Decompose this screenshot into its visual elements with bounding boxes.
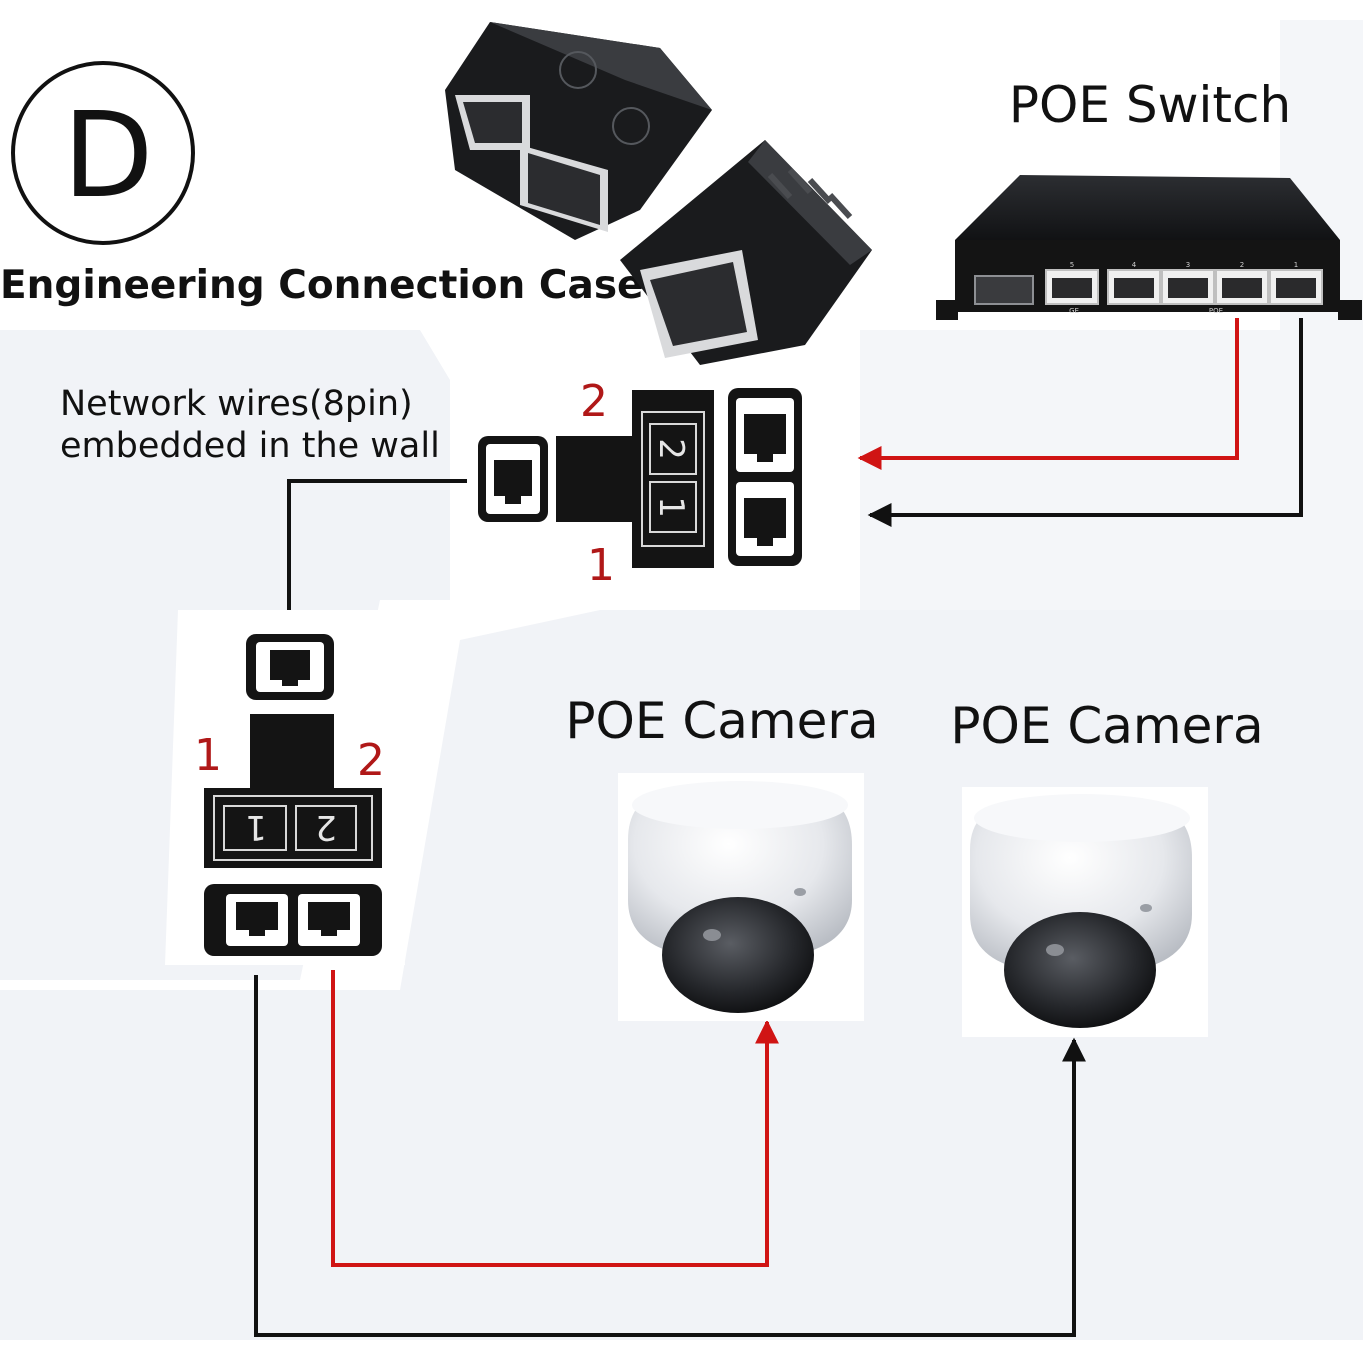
switch-ports <box>1045 269 1323 305</box>
black-wire-to-camera-2 <box>254 975 1086 1337</box>
splitter-product-photo <box>445 22 872 365</box>
switch-top <box>955 175 1340 240</box>
switch-port-number: 5 <box>1070 261 1074 269</box>
heading: Engineering Connection Case <box>0 263 643 308</box>
badge-circle <box>11 61 195 245</box>
badge-letter: D <box>63 86 154 224</box>
bottom-port-number-1: 1 <box>194 730 222 781</box>
switch-port-number: 2 <box>1240 261 1244 269</box>
switch-ge-label: GE <box>1069 307 1079 315</box>
switch-port-number: 4 <box>1132 261 1137 269</box>
switch-port-number: 1 <box>1294 261 1298 269</box>
top-splitter-schematic: 2 1 2 1 <box>478 376 802 591</box>
camera-1-lens <box>662 897 814 1013</box>
switch-poe-label: POE <box>1209 307 1223 315</box>
bottom-splitter-body <box>204 788 382 868</box>
switch-port-numbers: 5 4 3 2 1 <box>1070 261 1298 269</box>
bottom-port-number-2: 2 <box>357 735 385 786</box>
bottom-splitter-neck <box>250 714 334 798</box>
red-wire-switch-to-splitter <box>857 318 1239 470</box>
red-wire-to-camera-1 <box>331 970 779 1267</box>
camera-2-label: POE Camera <box>950 697 1263 755</box>
camera-2 <box>962 787 1208 1037</box>
bottom-splitter-schematic: 1 2 1 2 <box>165 610 405 965</box>
switch-port-number: 3 <box>1186 261 1190 269</box>
switch-sfp-port <box>974 275 1034 305</box>
top-port-number-2: 2 <box>580 376 608 427</box>
wires <box>254 318 1303 1337</box>
camera-1 <box>618 773 864 1021</box>
top-body-marking-2: 2 <box>651 438 691 460</box>
bottom-body-marking-1: 1 <box>245 807 267 847</box>
switch-label: POE Switch <box>1009 76 1291 134</box>
wall-label-line-2: embedded in the wall <box>60 426 440 466</box>
camera-1-label: POE Camera <box>565 692 878 750</box>
top-splitter-body <box>632 390 714 568</box>
badge: D <box>11 61 195 245</box>
top-splitter-neck <box>556 436 636 522</box>
wall-label-line-1: Network wires(8pin) <box>60 384 413 424</box>
top-body-marking-1: 1 <box>651 496 691 518</box>
black-wire-switch-to-splitter <box>867 318 1303 527</box>
poe-switch: 5 4 3 2 1 GE POE <box>936 175 1362 320</box>
camera-2-lens <box>1004 912 1156 1028</box>
bottom-body-marking-2: 2 <box>315 807 337 847</box>
top-port-number-1: 1 <box>587 540 615 591</box>
wall-wire <box>287 479 467 628</box>
